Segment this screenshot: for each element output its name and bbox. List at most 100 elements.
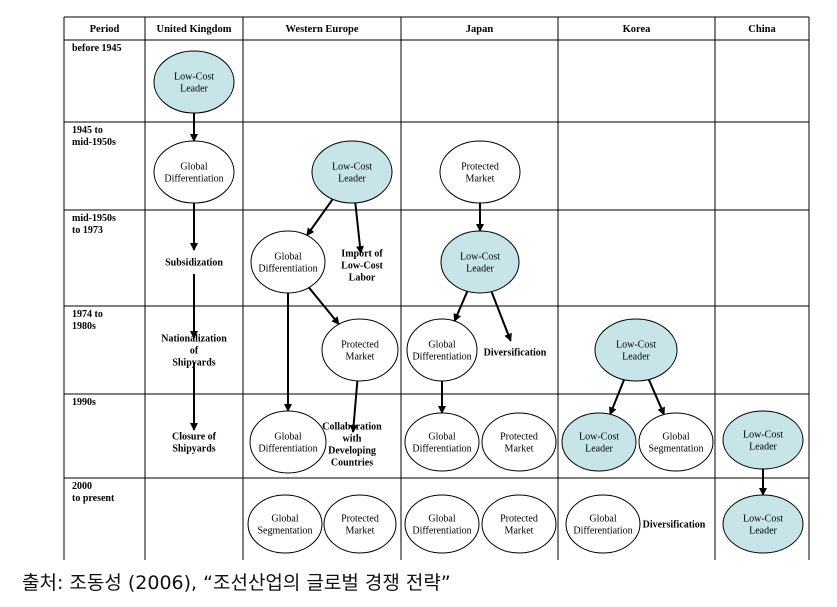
node-ellipse [323,494,397,554]
node-ellipse [481,412,557,472]
node-ellipse [311,140,393,204]
node-jp4: Diversification [484,348,547,359]
node-label: Diversification [643,520,706,531]
node-uk3: Subsidization [165,258,223,269]
node-ellipse [404,494,480,554]
node-ellipse [250,230,326,294]
node-ellipse [722,410,804,470]
node-ellipse [153,140,235,204]
arrow-jp2-to-jp4 [490,291,512,342]
header-western-europe: Western Europe [285,24,358,35]
arrow-kr1-to-kr3 [647,379,665,416]
arrow-jp2-to-jp3 [453,290,469,322]
node-ellipse [153,50,235,114]
node-kr5: Diversification [643,520,706,531]
header-united-kingdom: United Kingdom [157,24,232,35]
node-label: Subsidization [165,258,223,269]
node-ellipse [321,318,399,382]
source-caption: 출처: 조동성 (2006), “조선산업의 글로벌 경쟁 전략” [22,572,451,594]
header-china: China [748,24,776,35]
period-label: before 1945 [72,43,122,54]
arrow-we1-to-we2 [306,198,334,237]
node-ellipse [439,140,521,204]
node-ellipse [440,230,520,294]
table-grid [63,16,810,560]
header-korea: Korea [623,24,652,35]
header-japan: Japan [466,24,494,35]
node-label: Diversification [484,348,547,359]
node-ellipse [561,412,637,472]
node-ellipse [249,410,327,474]
node-ellipse [565,494,641,554]
node-ellipse [722,494,804,554]
arrow-we4-to-we6 [349,380,359,434]
node-ellipse [638,412,714,472]
node-ellipse [594,318,678,382]
node-ellipse [406,318,478,382]
arrows [190,113,767,496]
arrow-we2-to-we4 [308,286,340,325]
arrow-kr1-to-kr2 [609,379,625,416]
node-ellipse [404,412,480,472]
node-ellipse [481,494,557,554]
node-ellipse [247,494,323,554]
period-label: 1990s [72,397,96,408]
